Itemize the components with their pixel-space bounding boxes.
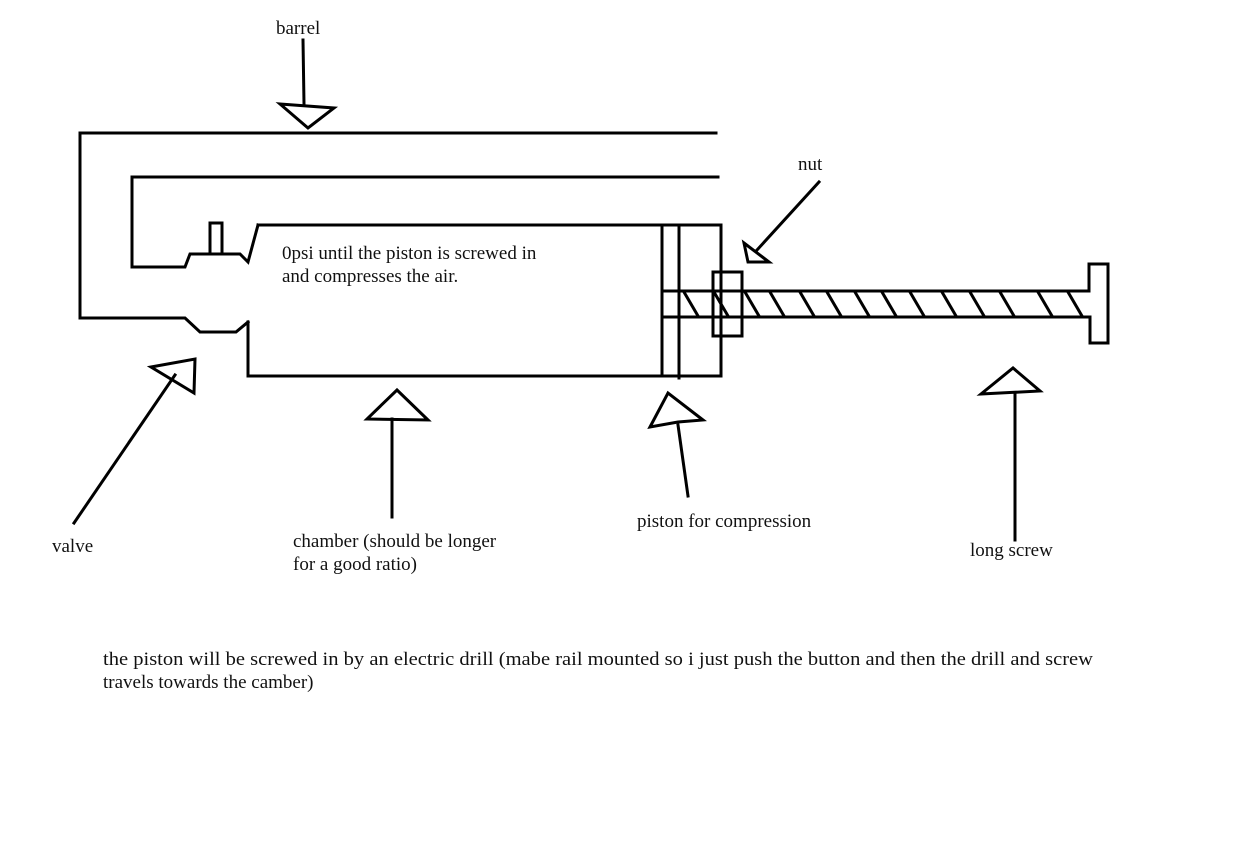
- piston-label: piston for compression: [637, 511, 812, 532]
- valve-arrow: [71, 357, 197, 526]
- screw-threads: [681, 289, 1085, 319]
- chamber-note-line2: and compresses the air.: [282, 266, 458, 287]
- barrel-label: barrel: [276, 18, 320, 39]
- arrowhead-icon: [146, 357, 197, 396]
- screw-thread-mark: [681, 289, 701, 319]
- screw-thread-mark: [797, 289, 817, 319]
- barrel-inner-wall: [130, 175, 720, 269]
- nut-arrow: [741, 179, 822, 264]
- valve: [208, 221, 224, 256]
- chamber-arrow: [363, 387, 432, 519]
- screw-thread-mark: [997, 289, 1017, 319]
- long-screw-label: long screw: [970, 540, 1053, 561]
- valve-stem: [208, 221, 224, 256]
- screw-thread-mark: [907, 289, 927, 319]
- footer-note-line1: the piston will be screwed in by an elec…: [103, 649, 1093, 670]
- piston-arrow: [647, 390, 707, 498]
- nut: [711, 270, 744, 338]
- screw-thread-mark: [767, 289, 787, 319]
- screw-thread-mark: [939, 289, 959, 319]
- screw-thread-mark: [1065, 289, 1085, 319]
- chamber-label-line2: for a good ratio): [293, 554, 417, 575]
- arrowhead-icon: [647, 390, 707, 430]
- screw-thread-mark: [742, 289, 762, 319]
- barrel: [78, 131, 720, 334]
- nut-label: nut: [798, 154, 823, 175]
- screw-thread-mark: [711, 289, 731, 319]
- arrowhead-icon: [741, 239, 774, 264]
- screw-thread-mark: [967, 289, 987, 319]
- screw-head: [1084, 262, 1110, 345]
- footer-note-line2: travels towards the camber): [103, 672, 314, 693]
- arrowhead-icon: [363, 387, 432, 422]
- screw-thread-mark: [824, 289, 844, 319]
- arrowhead-icon: [275, 102, 339, 130]
- long-screw-arrow: [976, 366, 1044, 542]
- chamber-note-line1: 0psi until the piston is screwed in: [282, 243, 537, 264]
- long-screw: [660, 262, 1110, 345]
- barrel-arrow: [275, 38, 339, 130]
- valve-label: valve: [52, 536, 93, 557]
- chamber-top-wall: [246, 223, 723, 378]
- arrowhead-icon: [976, 366, 1044, 396]
- chamber-label-line1: chamber (should be longer: [293, 531, 497, 552]
- chamber: [246, 223, 723, 378]
- piston: [660, 223, 681, 380]
- screw-thread-mark: [879, 289, 899, 319]
- barrel-outer-wall: [78, 131, 718, 334]
- screw-thread-mark: [1035, 289, 1055, 319]
- screw-thread-mark: [852, 289, 872, 319]
